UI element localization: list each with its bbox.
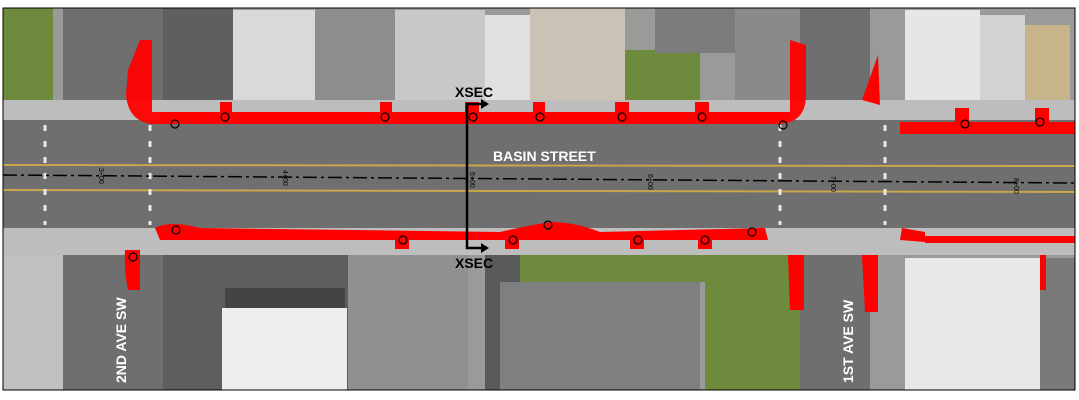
station-label: 4+00 bbox=[281, 170, 288, 186]
map-frame bbox=[2, 7, 1076, 391]
cross-section-marker bbox=[465, 99, 489, 253]
cross-street-label-2nd: 2ND AVE SW bbox=[113, 297, 129, 383]
xsec-label-top: XSEC bbox=[455, 84, 493, 100]
sidewalk-improvements bbox=[124, 40, 1075, 312]
station-label: 6+00 bbox=[646, 174, 653, 190]
aerial-background bbox=[2, 8, 1076, 390]
station-label: 3+00 bbox=[97, 168, 104, 184]
station-label: 7+00 bbox=[829, 176, 836, 192]
cross-street-label-1st: 1ST AVE SW bbox=[840, 299, 856, 383]
station-label: 5+00 bbox=[468, 172, 475, 188]
centerline-alignment bbox=[2, 174, 1076, 184]
xsec-label-bottom: XSEC bbox=[455, 255, 493, 271]
station-labels: 3+00 4+00 5+00 6+00 7+00 8+00 bbox=[97, 168, 1019, 194]
station-label: 8+00 bbox=[1012, 178, 1019, 194]
tree-markers bbox=[128, 112, 1045, 262]
main-street-label: BASIN STREET bbox=[493, 148, 596, 164]
